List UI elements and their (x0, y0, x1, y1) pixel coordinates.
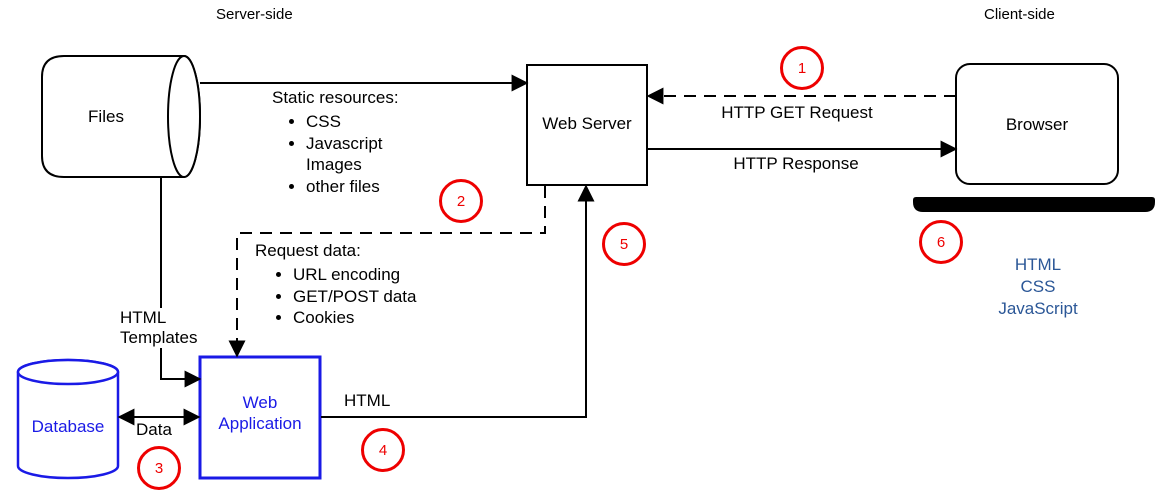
request-data-arrow (228, 186, 546, 358)
web-application-node-label: Web Application (218, 393, 302, 433)
web-server-node-label: Web Server (542, 114, 632, 133)
static-resources-title: Static resources: (272, 88, 399, 107)
database-node-label: Database (31, 417, 105, 436)
database-cylinder-top (16, 358, 120, 386)
http-response-label: HTTP Response (733, 154, 859, 173)
request-data-item: URL encoding (293, 264, 425, 286)
request-data-item: Cookies (293, 307, 425, 329)
web-application-box (198, 355, 322, 480)
static-resources-item: other files (306, 176, 422, 198)
client-side-region-label: Client-side (984, 6, 1055, 23)
html-label: HTML (344, 391, 391, 410)
files-node-label: Files (88, 107, 124, 126)
client-stack-label: HTML CSS JavaScript (998, 255, 1078, 318)
html-to-webserver-arrow (321, 184, 595, 418)
static-resources-item: CSS (306, 111, 422, 133)
request-data-item: GET/POST data (293, 286, 425, 308)
browser-node-label: Browser (1005, 115, 1069, 134)
static-resources-item: Javascript Images (306, 133, 422, 176)
step-marker-4: 4 (361, 428, 405, 472)
request-data-title: Request data: (255, 241, 361, 260)
data-label: Data (136, 420, 172, 439)
laptop-base-bar (913, 197, 1155, 212)
step-marker-1: 1 (780, 46, 824, 90)
static-resources-list: CSS Javascript Images other files (272, 111, 422, 197)
step-marker-2: 2 (439, 179, 483, 223)
html-templates-label: HTML Templates (117, 308, 201, 348)
request-data-note: Request data: URL encoding GET/POST data… (255, 240, 425, 329)
http-get-request-label: HTTP GET Request (721, 103, 873, 122)
step-marker-5: 5 (602, 222, 646, 266)
static-resources-note: Static resources: CSS Javascript Images … (272, 87, 422, 197)
web-server-box (526, 64, 648, 186)
step-marker-3: 3 (137, 446, 181, 490)
files-cylinder-end (167, 55, 201, 178)
html-templates-arrow (160, 177, 202, 388)
server-side-region-label: Server-side (216, 6, 293, 23)
browser-box (955, 63, 1119, 185)
request-data-list: URL encoding GET/POST data Cookies (255, 264, 425, 329)
step-marker-6: 6 (919, 220, 963, 264)
